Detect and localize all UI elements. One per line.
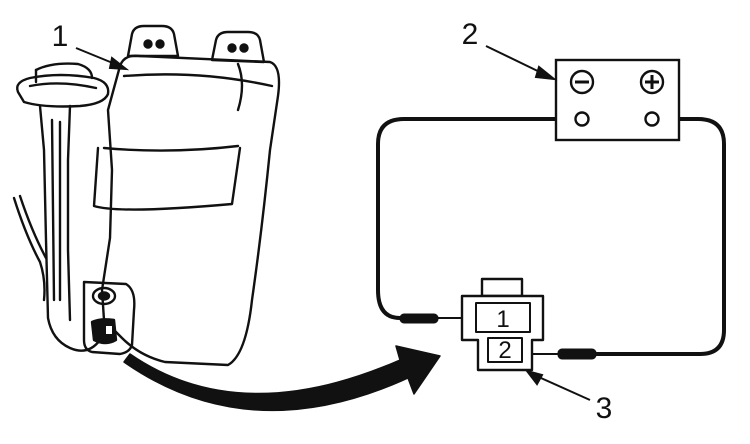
probe-positive xyxy=(557,348,597,360)
mounting-tab-left xyxy=(126,24,180,58)
hose xyxy=(12,196,46,302)
connector-latch xyxy=(480,277,524,298)
test-wires xyxy=(376,117,726,356)
positive-wire xyxy=(588,117,726,356)
callout-1: 1 xyxy=(52,20,69,53)
washer-reservoir-drawing xyxy=(12,24,281,367)
connector-pin-2-label: 2 xyxy=(498,337,511,364)
transfer-arrow xyxy=(123,345,441,412)
callout-2: 2 xyxy=(462,18,479,51)
mounting-tab-right xyxy=(210,30,266,64)
callout-3: 3 xyxy=(596,392,613,425)
battery xyxy=(554,58,681,142)
connector-pin-1-cavity xyxy=(475,302,531,333)
connector-pin-2-cavity xyxy=(487,337,523,363)
positive-terminal xyxy=(644,111,660,127)
pump-mount xyxy=(82,280,136,356)
probe-negative xyxy=(399,313,439,324)
battery-box xyxy=(554,58,681,142)
negative-wire xyxy=(376,117,580,320)
negative-terminal xyxy=(574,111,590,127)
pump-connector xyxy=(460,277,545,372)
tank-body xyxy=(100,54,281,367)
leader-lines xyxy=(75,45,591,401)
connector-pin-1-label: 1 xyxy=(496,306,509,333)
filler-cap xyxy=(16,73,110,108)
